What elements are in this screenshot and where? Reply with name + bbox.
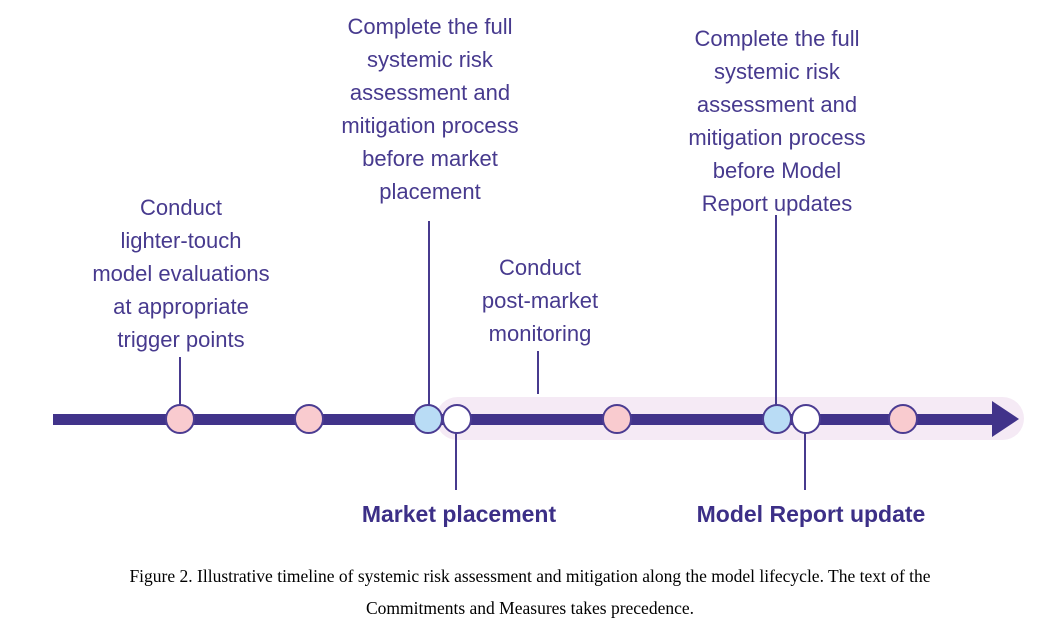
timeline-axis bbox=[53, 414, 994, 425]
connector-report-updates bbox=[775, 215, 777, 405]
connector-market-placement bbox=[455, 433, 457, 490]
connector-pre-market bbox=[428, 221, 430, 405]
milestone-dot-trigger-point-evaluation-2 bbox=[294, 404, 324, 434]
label-market-placement: Market placement bbox=[361, 501, 557, 527]
milestone-dot-pre-update-assessment bbox=[762, 404, 792, 434]
note-post-market-monitoring: Conduct post-market monitoring bbox=[481, 255, 599, 346]
milestone-dot-trigger-point-evaluation-3 bbox=[888, 404, 918, 434]
connector-post-market bbox=[537, 351, 539, 394]
milestone-dot-trigger-point-evaluation-1 bbox=[165, 404, 195, 434]
milestone-dot-post-market-monitoring bbox=[602, 404, 632, 434]
note-pre-market-assessment: Complete the full systemic risk assessme… bbox=[341, 14, 519, 204]
connector-lighter-touch bbox=[179, 357, 181, 404]
milestone-dot-market-placement bbox=[442, 404, 472, 434]
note-lighter-touch-evaluations: Conduct lighter-touch model evaluations … bbox=[92, 195, 270, 352]
label-model-report-update: Model Report update bbox=[696, 501, 926, 527]
note-model-report-updates: Complete the full systemic risk assessme… bbox=[688, 26, 866, 216]
connector-model-report-update bbox=[804, 433, 806, 490]
milestone-dot-model-report-update bbox=[791, 404, 821, 434]
figure-caption: Figure 2. Illustrative timeline of syste… bbox=[129, 566, 931, 618]
milestone-dot-pre-market-assessment bbox=[413, 404, 443, 434]
timeline-arrowhead-icon bbox=[992, 401, 1019, 437]
